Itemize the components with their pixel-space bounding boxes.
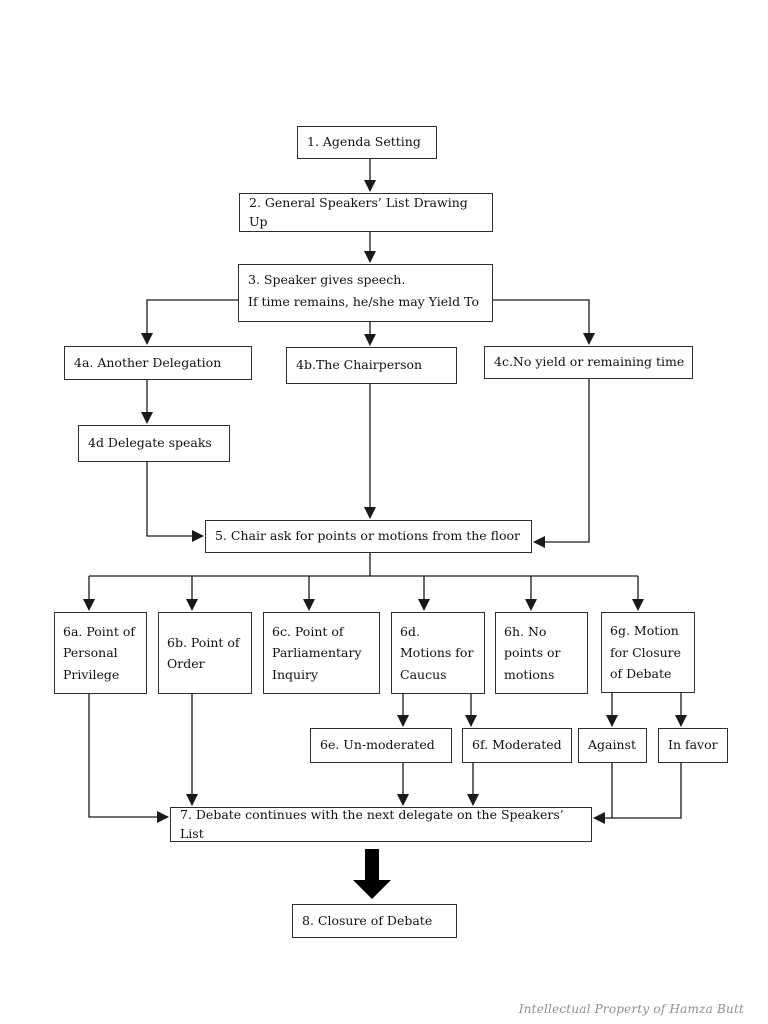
node-8-closure-of-debate: 8. Closure of Debate <box>292 904 457 938</box>
node-3-speaker-gives-speech: 3. Speaker gives speech. If time remains… <box>238 264 493 322</box>
node-4d-delegate-speaks: 4d Delegate speaks <box>78 425 230 462</box>
arrow-votes-to-7 <box>593 763 682 824</box>
arrow-4c-to-5 <box>533 379 590 548</box>
node-6a-personal-privilege: 6a. Point of Personal Privilege <box>54 612 147 694</box>
node-6b-point-of-order: 6b. Point of Order <box>158 612 252 694</box>
node-6h-no-points-or-motions: 6h. No points or motions <box>495 612 588 694</box>
node-5-chair-asks-points: 5. Chair ask for points or motions from … <box>205 520 532 553</box>
arrow-3-to-4a <box>141 299 238 345</box>
arrow-6a-to-7 <box>88 694 169 823</box>
node-6c-parliamentary-inquiry: 6c. Point of Parliamentary Inquiry <box>263 612 380 694</box>
node-against: Against <box>578 728 647 763</box>
footer-credit-text: Intellectual Property of Hamza Butt <box>518 1002 744 1016</box>
node-4c-no-yield: 4c.No yield or remaining time <box>484 346 693 379</box>
arrow-4d-to-5 <box>146 462 204 542</box>
node-6g-motion-closure-debate: 6g. Motion for Closure of Debate <box>601 612 695 693</box>
thick-arrow-7-to-8 <box>353 849 391 899</box>
node-1-agenda-setting: 1. Agenda Setting <box>297 126 437 159</box>
node-4a-another-delegation: 4a. Another Delegation <box>64 346 252 380</box>
node-7-debate-continues: 7. Debate continues with the next delega… <box>170 807 592 842</box>
node-2-speakers-list: 2. General Speakers’ List Drawing Up <box>239 193 493 232</box>
node-in-favor: In favor <box>658 728 728 763</box>
node-6d-motions-for-caucus: 6d. Motions for Caucus <box>391 612 485 694</box>
node-6e-unmoderated: 6e. Un-moderated <box>310 728 452 763</box>
node-4b-chairperson: 4b.The Chairperson <box>286 347 457 384</box>
arrow-3-to-4c <box>493 299 595 345</box>
node-6f-moderated: 6f. Moderated <box>462 728 572 763</box>
